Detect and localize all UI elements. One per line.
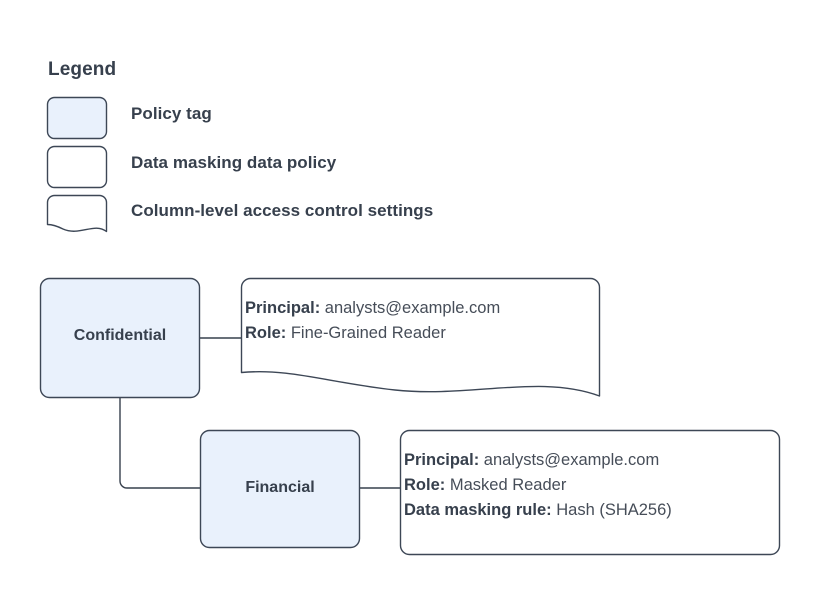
callout-value-masking-rule: Hash (SHA256) [556, 501, 672, 519]
callout-value-principal: analysts@example.com [324, 299, 501, 317]
callout-key-principal: Principal: [245, 299, 321, 317]
callout-row-role: Role: Fine-Grained Reader [245, 321, 500, 346]
callout-row-principal: Principal: analysts@example.com [404, 448, 672, 473]
callout-key-principal: Principal: [404, 451, 480, 469]
callout-key-role: Role: [404, 476, 446, 494]
callout-value-role: Fine-Grained Reader [290, 324, 446, 342]
callout-key-masking-rule: Data masking rule: [404, 501, 552, 519]
access-settings-swatch [46, 194, 108, 233]
callout-row-principal: Principal: analysts@example.com [245, 296, 500, 321]
data-policy-swatch [46, 145, 108, 189]
callout-value-principal: analysts@example.com [483, 451, 660, 469]
connector-confidential-to-financial [119, 398, 200, 489]
callout-confidential-access[interactable] [240, 277, 601, 397]
callout-row-masking-rule: Data masking rule: Hash (SHA256) [404, 498, 672, 523]
callout-value-role: Masked Reader [449, 476, 567, 494]
legend-item-data-policy-label: Data masking data policy [131, 153, 337, 172]
callout-financial-masking-policy-text: Principal: analysts@example.com Role: Ma… [404, 448, 672, 523]
legend-title: Legend [48, 59, 117, 80]
callout-financial-masking-policy[interactable] [399, 429, 781, 556]
node-financial[interactable] [199, 429, 361, 549]
callout-key-role: Role: [245, 324, 287, 342]
node-confidential-label: Confidential [73, 327, 167, 344]
legend-item-policy-tag-label: Policy tag [131, 104, 212, 123]
node-confidential[interactable] [39, 277, 201, 399]
legend-item-access-settings-label: Column-level access control settings [131, 201, 434, 220]
callout-confidential-access-text: Principal: analysts@example.com Role: Fi… [245, 296, 500, 346]
policy-tag-swatch [46, 96, 108, 140]
node-financial-label: Financial [245, 479, 315, 496]
callout-row-role: Role: Masked Reader [404, 473, 672, 498]
